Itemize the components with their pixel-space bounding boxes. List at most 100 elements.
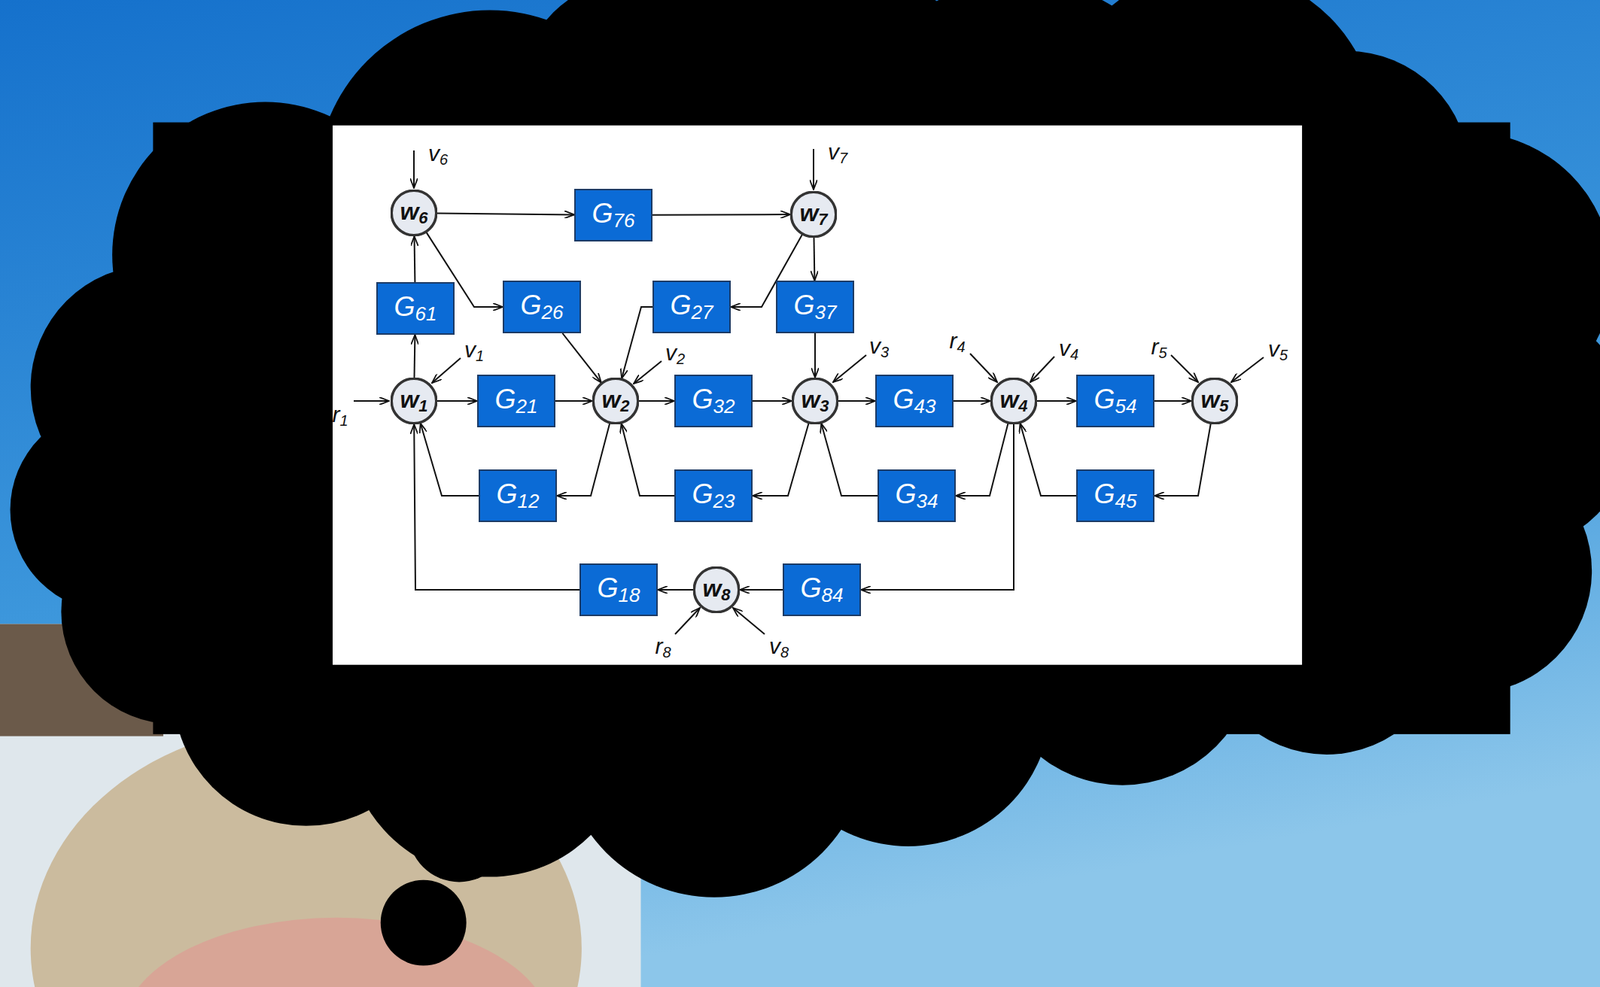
transfer-block: G84: [782, 563, 861, 617]
leader-line: [413, 150, 415, 189]
block-name: G54: [1094, 386, 1138, 417]
signal-name: w1: [399, 387, 428, 415]
signal-connector: [420, 423, 479, 496]
signal-connector: [437, 400, 478, 402]
input-signal-label: v7: [827, 140, 848, 166]
leader-line: [733, 608, 765, 635]
transfer-block: G32: [674, 374, 753, 428]
summation-node: w6: [390, 189, 438, 237]
leader-line: [633, 361, 662, 384]
signal-connector: [1154, 424, 1211, 497]
signal-connector: [1154, 400, 1192, 402]
transfer-block: G61: [376, 282, 455, 335]
leader-line: [353, 400, 390, 402]
input-signal-label: v2: [665, 341, 685, 367]
signal-connector: [1037, 400, 1077, 402]
block-name: G61: [394, 293, 438, 324]
summation-node: w4: [990, 377, 1038, 425]
summation-node: w5: [1191, 377, 1239, 425]
input-signal-label: v1: [464, 338, 484, 364]
transfer-block: G27: [652, 280, 731, 334]
signal-connector: [413, 334, 417, 378]
block-name: G21: [495, 386, 539, 417]
signal-connector: [752, 400, 792, 402]
signal-connector: [652, 213, 791, 216]
transfer-block: G37: [775, 280, 855, 334]
leader-line: [431, 358, 461, 384]
block-name: G84: [800, 574, 844, 606]
leader-line: [1231, 357, 1264, 383]
transfer-block: G26: [502, 280, 581, 334]
summation-node: w3: [791, 377, 839, 425]
block-name: G27: [670, 292, 714, 323]
block-name: G12: [496, 480, 540, 512]
block-name: G45: [1094, 480, 1138, 512]
signal-connector: [860, 424, 1014, 591]
signal-connector: [555, 400, 593, 402]
summation-node: w2: [592, 377, 639, 425]
input-signal-label: v5: [1268, 337, 1288, 363]
transfer-block: G34: [877, 469, 956, 523]
signal-connector: [437, 212, 575, 215]
leader-line: [833, 355, 867, 383]
block-name: G26: [520, 292, 564, 323]
signal-name: w6: [399, 199, 428, 227]
input-signal-label: v8: [769, 635, 789, 661]
signal-connector: [562, 333, 602, 384]
summation-node: w7: [790, 191, 837, 238]
input-signal-label: v6: [428, 142, 448, 168]
signal-name: w8: [702, 576, 731, 604]
transfer-block: G21: [477, 374, 556, 428]
signal-name: w4: [999, 387, 1028, 415]
signal-name: w3: [800, 387, 829, 415]
input-signal-label: v4: [1058, 337, 1079, 362]
input-signal-label: r5: [1150, 335, 1167, 361]
signal-connector: [638, 400, 675, 402]
input-signal-label: v3: [869, 334, 889, 360]
signal-connector: [556, 423, 610, 496]
signal-connector: [413, 424, 580, 591]
block-name: G43: [893, 386, 937, 417]
block-name: G76: [592, 200, 636, 231]
signal-connector: [657, 589, 694, 591]
signal-connector: [413, 236, 417, 283]
signal-connector: [814, 333, 816, 378]
block-name: G37: [793, 292, 837, 323]
signal-connector: [752, 423, 810, 496]
transfer-block: G23: [674, 469, 753, 523]
summation-node: w8: [693, 566, 740, 614]
block-name: G32: [692, 386, 736, 417]
leader-line: [1171, 355, 1199, 383]
signal-connector: [621, 307, 653, 379]
diagram-panel: [332, 125, 1302, 666]
leader-line: [970, 353, 998, 383]
transfer-block: G45: [1076, 469, 1155, 523]
transfer-block: G43: [875, 374, 954, 428]
input-signal-label: r4: [949, 329, 965, 355]
forehead: [122, 918, 551, 987]
transfer-block: G54: [1076, 374, 1155, 428]
signal-name: w7: [799, 200, 828, 229]
input-signal-label: r1: [331, 403, 348, 429]
input-signal-label: r8: [654, 635, 671, 661]
signal-connector: [955, 423, 1008, 496]
signal-connector: [813, 237, 816, 281]
transfer-block: G18: [579, 563, 658, 617]
block-name: G34: [895, 480, 939, 512]
signal-connector: [821, 423, 878, 496]
thought-cloud: [10, 0, 1600, 967]
signal-connector: [953, 400, 991, 402]
signal-connector: [621, 423, 675, 496]
signal-connector: [838, 400, 876, 402]
signal-connector: [1020, 423, 1077, 496]
leader-line: [1030, 356, 1055, 383]
transfer-block: G12: [478, 469, 557, 523]
signal-name: w5: [1200, 387, 1229, 415]
block-name: G23: [692, 480, 736, 512]
leader-line: [812, 149, 815, 190]
leader-line: [675, 608, 700, 635]
